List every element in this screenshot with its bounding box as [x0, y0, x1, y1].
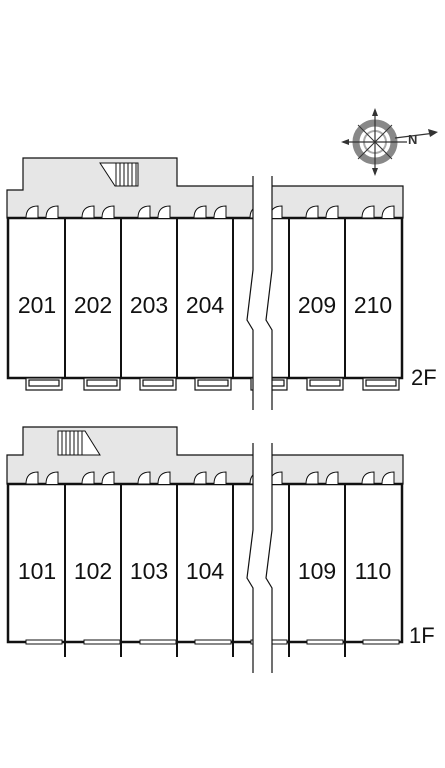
- staircase-icon: [99, 162, 139, 187]
- compass-icon: N: [341, 108, 438, 176]
- staircase-icon: [57, 430, 101, 456]
- room-104: 104: [186, 558, 225, 584]
- break-line: [246, 176, 254, 410]
- floor-label-2f: 2F: [411, 365, 437, 390]
- room-202: 202: [74, 292, 112, 318]
- compass-north-label: N: [408, 132, 417, 147]
- room-201: 201: [18, 292, 56, 318]
- floor-2f: 201 202 203 204 209 210 2F: [6, 157, 437, 410]
- break-line: [246, 443, 254, 673]
- room-204: 204: [186, 292, 225, 318]
- room-209: 209: [298, 292, 336, 318]
- room-203: 203: [130, 292, 168, 318]
- room-109: 109: [298, 558, 336, 584]
- floor-1f: 101 102 103 104 109 110 1F: [6, 426, 435, 673]
- room-103: 103: [130, 558, 168, 584]
- room-101: 101: [18, 558, 56, 584]
- room-110: 110: [355, 558, 392, 584]
- floor-label-1f: 1F: [409, 623, 435, 648]
- room-102: 102: [74, 558, 112, 584]
- room-210: 210: [354, 292, 392, 318]
